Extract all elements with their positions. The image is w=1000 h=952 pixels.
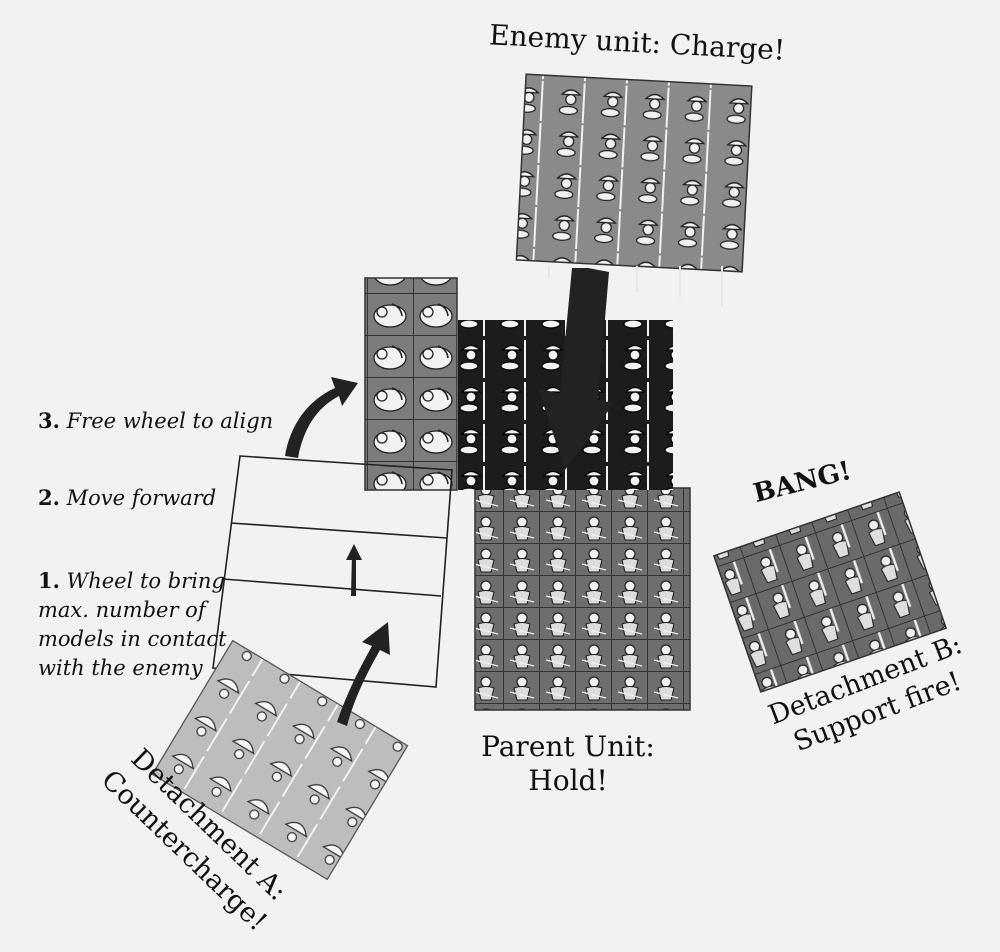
enemy-unit-block [515, 73, 753, 273]
wheel-arrow-lower [337, 622, 390, 726]
wheel-movement-template [212, 455, 453, 688]
step-1-text: Wheel to bring [66, 569, 225, 593]
parent-unit-label-line-1: Parent Unit: [481, 730, 655, 763]
step-1-line-3: models in contact [38, 627, 227, 651]
step-3-text: Free wheel to align [66, 409, 274, 433]
detachment-b-block [712, 491, 948, 693]
step-3-number: 3. [38, 408, 60, 433]
step-1-number: 1. [38, 568, 60, 593]
step-1-line-4: with the enemy [38, 656, 203, 680]
parent-unit-label: Parent Unit: Hold! [478, 730, 658, 798]
step-2-label: 2. Move forward [38, 485, 216, 511]
step-3-label: 3. Free wheel to align [38, 408, 273, 434]
detachment-a-block [151, 639, 409, 881]
charge-arrow [538, 268, 614, 470]
move-forward-arrow [346, 544, 362, 596]
parent-unit-label-line-2: Hold! [528, 764, 608, 797]
step-1-line-2: max. number of [38, 598, 206, 622]
wheel-arrow-upper [285, 377, 358, 458]
step-2-number: 2. [38, 485, 60, 510]
parent-unit-block [474, 487, 691, 711]
step-1-label: 1. Wheel to bring max. number of models … [38, 566, 227, 683]
step-2-text: Move forward [66, 486, 217, 510]
mounted-column-block [364, 277, 458, 491]
